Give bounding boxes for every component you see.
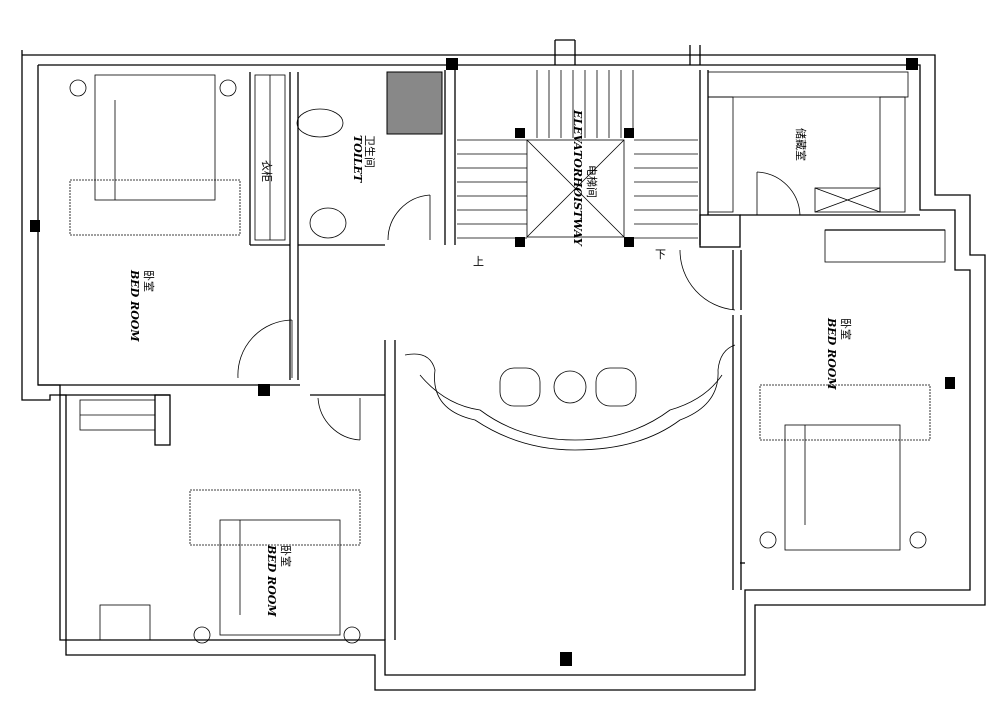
columns bbox=[30, 58, 955, 666]
bedroom-sw-en: BED ROOM bbox=[265, 544, 278, 617]
shower bbox=[386, 71, 443, 135]
bedroom-nw-cn: 卧室 bbox=[142, 270, 156, 292]
stairs-up-label: 上 bbox=[473, 255, 484, 268]
bedroom-e-cn: 卧室 bbox=[839, 318, 853, 340]
stairs-down-label: 下 bbox=[655, 248, 666, 261]
bedroom-e-en: BED ROOM bbox=[825, 317, 838, 390]
toilet-cn: 卫生间 bbox=[363, 135, 377, 168]
interior-walls bbox=[38, 70, 946, 640]
outer-walls bbox=[21, 39, 986, 691]
toilet-en: TOILET bbox=[351, 135, 364, 183]
elevator-cn: 电梯间 bbox=[585, 165, 598, 198]
elevator-shaft bbox=[526, 139, 625, 238]
sink bbox=[309, 207, 347, 239]
closet-label: 衣柜 bbox=[260, 160, 274, 182]
staircase bbox=[457, 70, 698, 239]
elevator-en: ELEVATORHOISTWAY bbox=[571, 109, 584, 247]
doors bbox=[237, 171, 801, 441]
bed-e bbox=[759, 384, 931, 551]
chairs bbox=[499, 367, 637, 407]
hall-bay bbox=[404, 344, 736, 451]
wardrobes bbox=[79, 71, 909, 431]
bed-nw bbox=[69, 74, 241, 236]
toilet-fixture bbox=[296, 108, 344, 138]
storage-label: 储藏室 bbox=[794, 128, 808, 161]
bedroom-nw-en: BED ROOM bbox=[128, 269, 141, 342]
bed-sw bbox=[99, 489, 361, 644]
bedroom-sw-cn: 卧室 bbox=[279, 545, 293, 567]
